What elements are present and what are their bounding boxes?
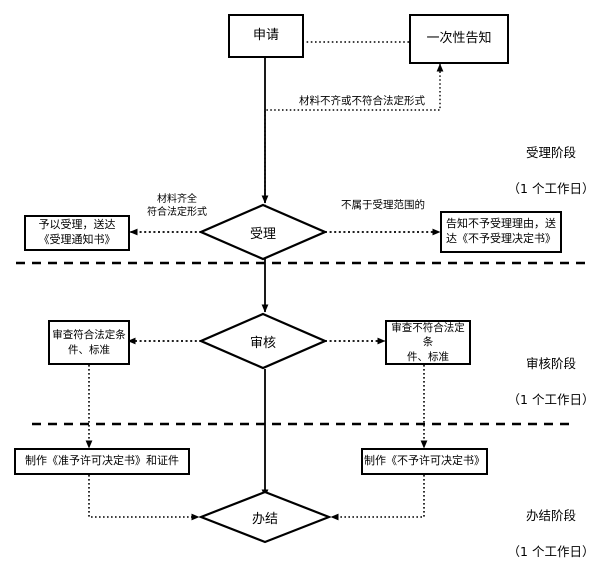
- node-one-time-notice[interactable]: 一次性告知: [409, 14, 509, 64]
- node-accept-yes-label: 予以受理，送达 《受理通知书》: [38, 218, 116, 246]
- stage-label-finish-duration: （1 个工作日）: [507, 544, 595, 560]
- edge-rejectdoc-to-finish: [330, 475, 425, 521]
- edge-accept-to-notice: [264, 63, 444, 210]
- edge-label-out-of-scope: 不属于受理范围的: [341, 199, 425, 211]
- stage-label-accept-duration: （1 个工作日）: [507, 181, 595, 197]
- node-review-pass-label: 审查符合法定条 件、标准: [52, 329, 126, 356]
- node-reject-doc[interactable]: 制作《不予许可决定书》: [361, 448, 488, 475]
- stage-label-review: 审核阶段 （1 个工作日）: [500, 337, 602, 428]
- stage-label-review-name: 审核阶段: [525, 356, 576, 372]
- edge-label-incomplete-materials: 材料不齐或不符合法定形式: [299, 95, 425, 107]
- node-finish[interactable]: 办结: [199, 490, 331, 544]
- node-accept[interactable]: 受理: [199, 203, 327, 261]
- finish-diamond-shape: [199, 490, 331, 544]
- review-diamond-shape: [199, 312, 327, 370]
- stage-label-accept: 受理阶段 （1 个工作日）: [500, 126, 602, 217]
- node-apply-label: 申请: [252, 28, 279, 44]
- accept-diamond-shape: [199, 203, 327, 261]
- node-accept-yes[interactable]: 予以受理，送达 《受理通知书》: [24, 215, 130, 251]
- node-review-fail[interactable]: 审查不符合法定条 件、标准: [385, 320, 471, 365]
- edge-approvedoc-to-finish: [88, 475, 200, 521]
- node-approve-doc-label: 制作《准予许可决定书》和证件: [25, 454, 179, 468]
- node-accept-no[interactable]: 告知不予受理理由，送 达《不予受理决定书》: [440, 211, 562, 253]
- node-reject-doc-label: 制作《不予许可决定书》: [364, 454, 485, 468]
- stage-label-finish-name: 办结阶段: [525, 508, 576, 524]
- node-approve-doc[interactable]: 制作《准予许可决定书》和证件: [14, 448, 190, 475]
- node-apply[interactable]: 申请: [228, 14, 304, 58]
- stage-label-review-duration: （1 个工作日）: [507, 392, 595, 408]
- node-accept-no-label: 告知不予受理理由，送 达《不予受理决定书》: [446, 217, 556, 245]
- stage-label-accept-name: 受理阶段: [525, 145, 576, 161]
- node-one-time-notice-label: 一次性告知: [426, 31, 492, 47]
- edge-label-materials-complete: 材料齐全 符合法定形式: [147, 194, 207, 218]
- node-review-fail-label: 审查不符合法定条 件、标准: [391, 322, 465, 363]
- node-review-pass[interactable]: 审查符合法定条 件、标准: [48, 320, 130, 365]
- node-accept-label: 受理: [249, 226, 276, 242]
- node-review[interactable]: 审核: [199, 312, 327, 370]
- node-finish-label: 办结: [251, 511, 278, 527]
- stage-label-finish: 办结阶段 （1 个工作日）: [500, 489, 602, 564]
- node-review-label: 审核: [249, 335, 276, 351]
